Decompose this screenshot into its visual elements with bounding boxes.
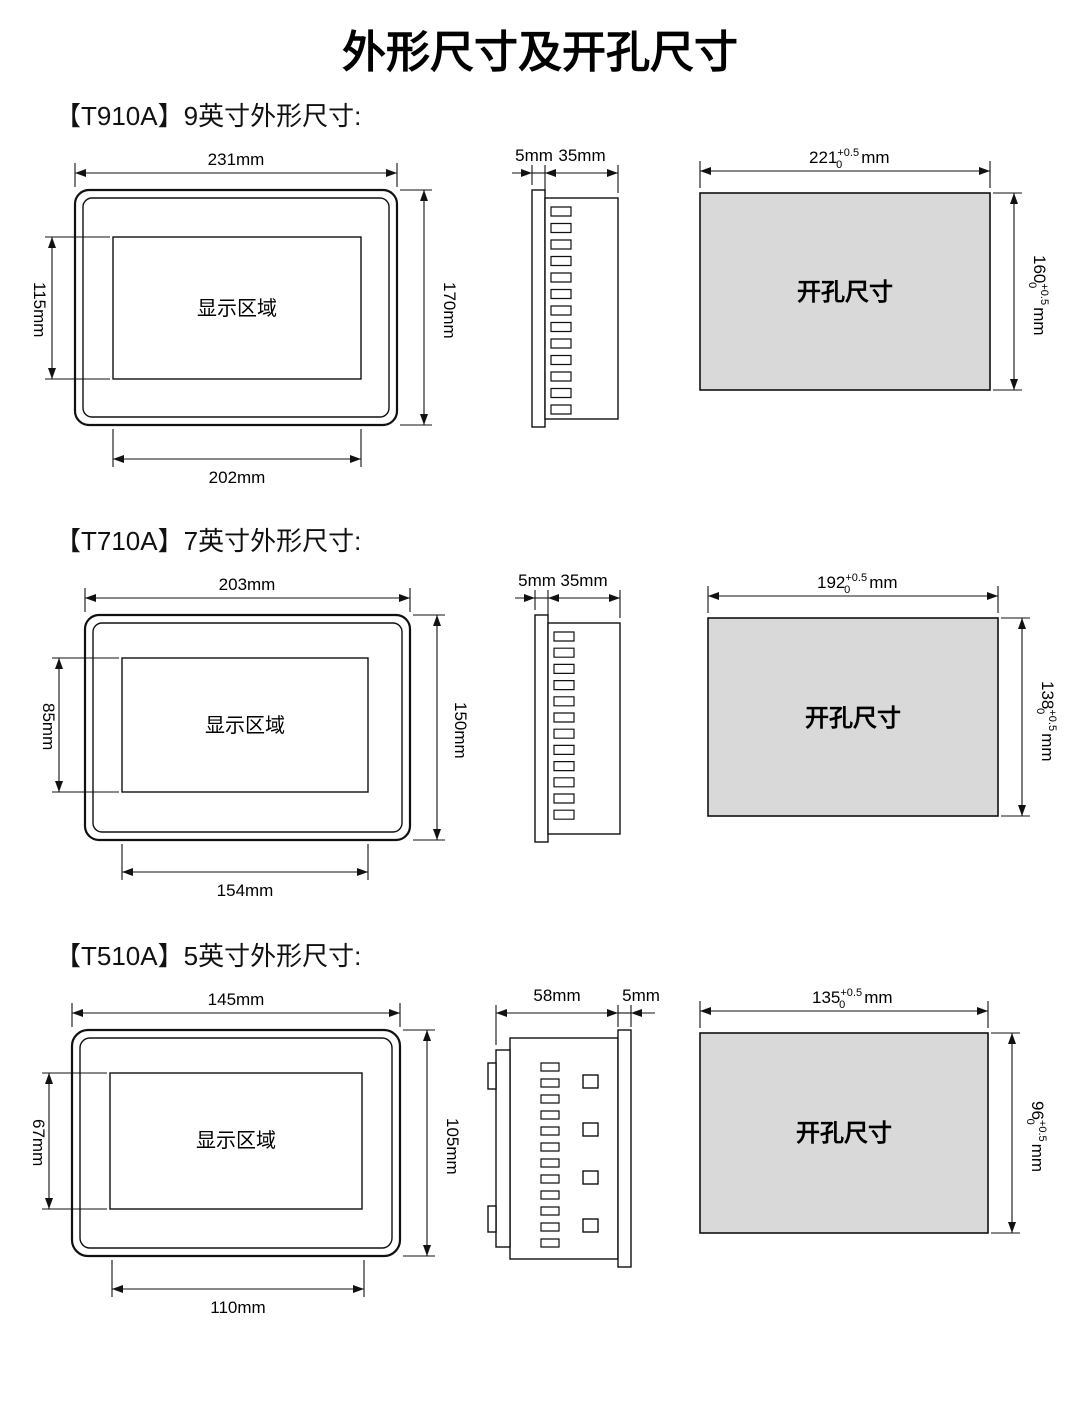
side-depth-right-label: 35mm	[560, 571, 607, 590]
section-t710a: 【T710A】7英寸外形尺寸: 显示区域 203mm 150mm	[0, 521, 1080, 920]
cutout-rect	[699, 192, 991, 391]
vent-slots	[540, 1062, 560, 1248]
side-bezel	[534, 614, 549, 843]
section-t510a: 【T510A】5英寸外形尺寸: 显示区域 145mm 105mm	[0, 936, 1080, 1335]
bottom-width-label: 202mm	[209, 468, 266, 487]
display-area	[109, 1072, 363, 1210]
side-body	[544, 197, 619, 420]
display-height-label: 85mm	[39, 703, 58, 750]
dim-display-height	[52, 657, 119, 793]
dim-cutout-height	[991, 1032, 1020, 1234]
side-bezel	[531, 189, 546, 428]
section-heading-t510a: 【T510A】5英寸外形尺寸:	[55, 941, 362, 971]
cutout-label: 开孔尺寸	[805, 705, 901, 732]
side-body	[547, 622, 621, 835]
side-depth-left-label: 5mm	[518, 571, 556, 590]
side-depth-left-label: 58mm	[533, 986, 580, 1005]
display-height-label: 67mm	[29, 1119, 48, 1166]
section-t910a: 【T910A】9英寸外形尺寸: 显示区域 231mm 170mm	[0, 96, 1080, 505]
front-height-label: 170mm	[440, 282, 459, 339]
side-tab-bottom	[487, 1205, 497, 1233]
bottom-width-label: 154mm	[217, 881, 274, 900]
cutout-label: 开孔尺寸	[796, 1120, 892, 1147]
front-inner-frame	[82, 197, 390, 418]
dim-cutout-width	[699, 161, 991, 188]
dim-display-height	[42, 1072, 107, 1210]
cutout-height-label: 96+0.50mm	[1024, 1101, 1048, 1172]
front-view: 显示区域 203mm 150mm 85mm 154mm	[39, 575, 470, 900]
side-depth-left-label: 5mm	[515, 146, 553, 165]
vent-slots	[550, 206, 572, 415]
dim-cutout-height	[993, 192, 1022, 391]
bottom-width-label: 110mm	[210, 1298, 265, 1317]
cutout-rect	[699, 1032, 989, 1234]
vent-slots	[553, 631, 575, 820]
dim-front-height	[400, 189, 432, 426]
front-width-label: 203mm	[219, 575, 276, 594]
front-inner-frame	[79, 1037, 393, 1249]
connector-ports	[582, 1074, 599, 1233]
side-view: 5mm 35mm	[512, 146, 619, 428]
cutout-height-label: 138+0.50mm	[1034, 681, 1058, 762]
display-area-label: 显示区域	[205, 714, 285, 737]
front-width-label: 231mm	[208, 150, 265, 169]
dim-front-height	[413, 614, 445, 841]
display-height-label: 115mm	[30, 282, 49, 337]
dim-front-width	[71, 1003, 401, 1027]
dim-bottom-width	[112, 429, 362, 467]
side-tab-top	[487, 1062, 497, 1090]
front-outer-frame	[83, 613, 412, 842]
dim-bottom-width	[121, 844, 369, 880]
dim-side-depth	[512, 165, 619, 193]
cutout-label: 开孔尺寸	[797, 279, 893, 306]
dim-cutout-height	[1001, 617, 1030, 817]
front-width-label: 145mm	[208, 990, 265, 1009]
side-view: 5mm 35mm	[515, 571, 621, 843]
dim-front-width	[74, 163, 398, 187]
section-heading-t710a: 【T710A】7英寸外形尺寸:	[55, 526, 362, 556]
section-heading-t910a: 【T910A】9英寸外形尺寸:	[55, 101, 362, 131]
display-area-label: 显示区域	[197, 297, 277, 320]
display-area	[121, 657, 369, 793]
dim-bottom-width	[111, 1260, 365, 1297]
cutout-rect	[707, 617, 999, 817]
front-outer-frame	[73, 188, 399, 427]
dim-cutout-width	[699, 1001, 989, 1028]
dim-cutout-width	[707, 586, 999, 613]
side-body	[509, 1037, 619, 1260]
side-view: 58mm 5mm	[487, 986, 660, 1268]
dim-side-depth	[515, 590, 621, 618]
side-rear-strip	[495, 1049, 511, 1248]
cutout-height-label: 160+0.50mm	[1026, 255, 1050, 336]
front-height-label: 150mm	[451, 702, 470, 759]
side-bezel	[617, 1029, 632, 1268]
t510a-drawing: 显示区域 145mm 105mm 67mm 110mm	[29, 986, 1048, 1317]
t710a-drawing: 显示区域 203mm 150mm 85mm 154mm	[39, 571, 1058, 900]
front-outer-frame	[70, 1028, 402, 1258]
front-view: 显示区域 231mm 170mm 115mm 202mm	[30, 150, 459, 487]
display-area	[112, 236, 362, 380]
dim-side-depth	[495, 1005, 655, 1045]
front-height-label: 105mm	[443, 1118, 462, 1175]
side-depth-right-label: 35mm	[558, 146, 605, 165]
side-depth-right-label: 5mm	[622, 986, 660, 1005]
dim-front-width	[84, 588, 411, 612]
front-view: 显示区域 145mm 105mm 67mm 110mm	[29, 990, 462, 1317]
t910a-drawing: 显示区域 231mm 170mm 115mm 202mm	[30, 146, 1050, 487]
dim-display-height	[45, 236, 110, 380]
display-area-label: 显示区域	[196, 1129, 276, 1152]
dim-front-height	[403, 1029, 435, 1257]
front-inner-frame	[92, 622, 403, 833]
page-title: 外形尺寸及开孔尺寸	[342, 28, 738, 77]
